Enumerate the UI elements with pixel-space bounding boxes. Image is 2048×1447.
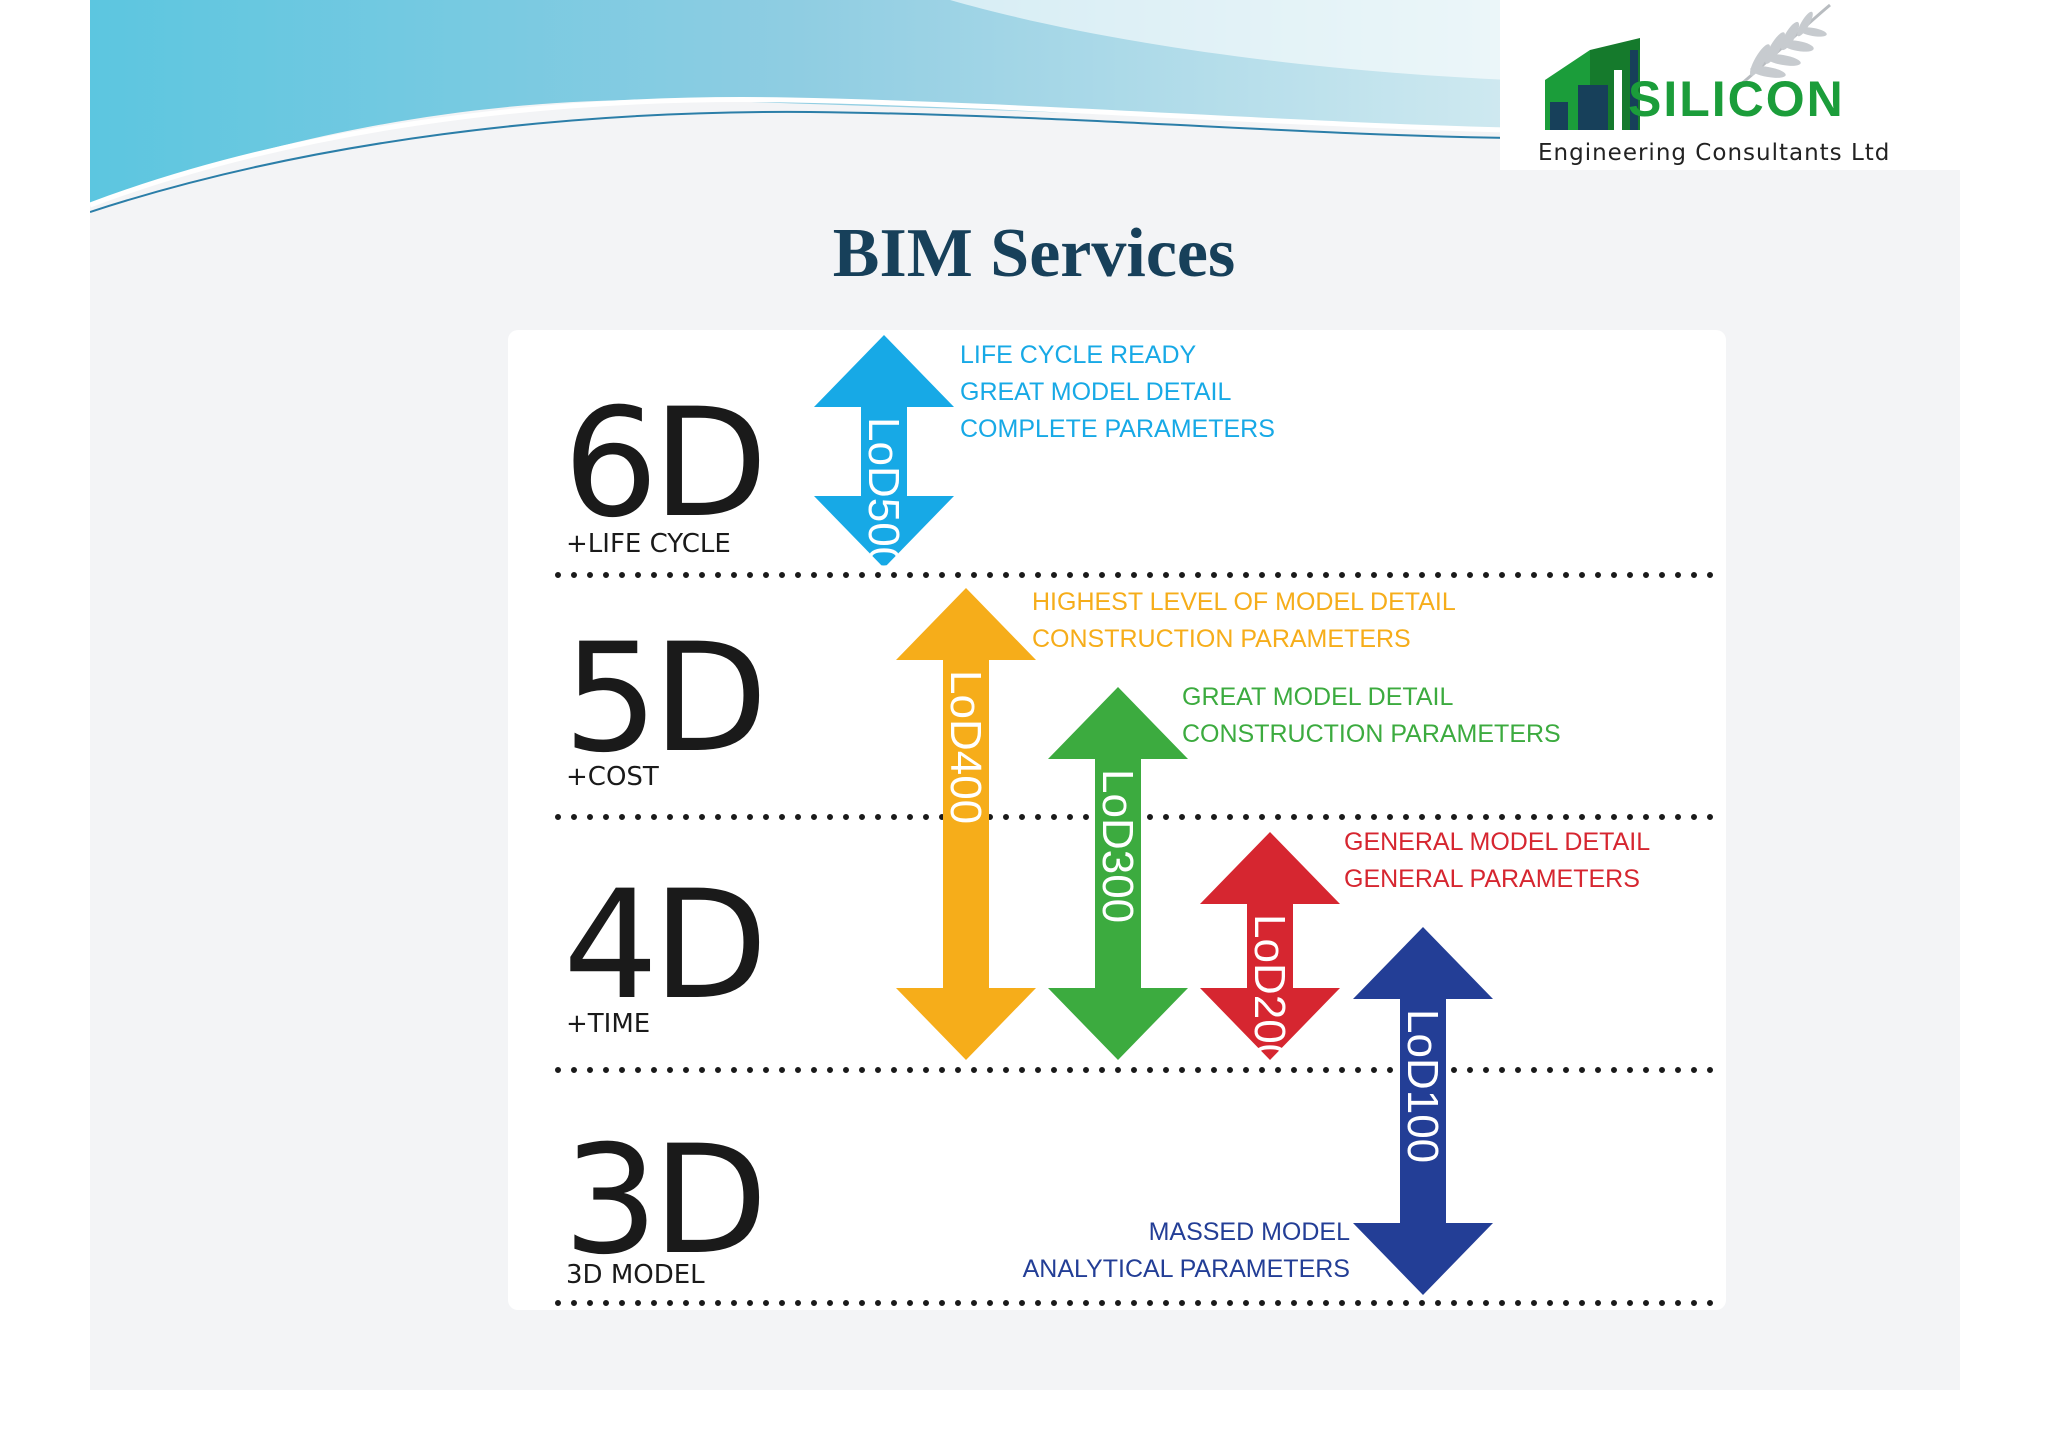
lod-label: LoD500 <box>859 417 908 571</box>
level-big-label: 5D <box>563 612 762 786</box>
slide: SILICON Engineering Consultants Ltd 6D+L… <box>90 0 1960 1390</box>
lod-description-line: MASSED MODEL <box>1149 1218 1351 1246</box>
level-sub-label: +TIME <box>566 1009 650 1039</box>
lod-description-line: GREAT MODEL DETAIL <box>1182 683 1453 711</box>
lod-description-line: CONSTRUCTION PARAMETERS <box>1182 720 1561 748</box>
header-wave <box>90 0 1511 213</box>
lod-label: LoD100 <box>1398 1009 1447 1163</box>
arrow-lod500: LoD500 LIFE CYCLE READY GREAT MODEL DETAIL… <box>814 335 1275 571</box>
double-arrow-shape <box>1048 687 1188 1060</box>
level-sub-label: +LIFE CYCLE <box>566 529 731 559</box>
level-big-label: 4D <box>563 859 762 1033</box>
lod-description-line: GREAT MODEL DETAIL <box>960 378 1231 406</box>
level-sub-label: 3D MODEL <box>566 1260 705 1290</box>
arrow-lod200: LoD200 GENERAL MODEL DETAIL GENERAL PARAME… <box>1200 828 1650 1068</box>
double-arrow-shape <box>896 588 1036 1060</box>
double-arrow-shape <box>1200 832 1340 1060</box>
double-arrow-shape <box>814 335 954 568</box>
lod-label: LoD400 <box>941 670 990 824</box>
lod-description-line: CONSTRUCTION PARAMETERS <box>1032 625 1411 653</box>
logo-tagline: Engineering Consultants Ltd <box>1538 140 1891 166</box>
company-logo: SILICON Engineering Consultants Ltd <box>1500 0 1960 170</box>
lod-description-line: GENERAL PARAMETERS <box>1344 865 1640 893</box>
page-title: BIM Services <box>832 215 1236 292</box>
logo-name: SILICON <box>1628 71 1845 127</box>
arrow-lod400: LoD400 HIGHEST LEVEL OF MODEL DETAIL CONST… <box>896 588 1456 1060</box>
level-big-label: 3D <box>563 1114 762 1288</box>
lod-description-line: GENERAL MODEL DETAIL <box>1344 828 1650 856</box>
arrow-lod300: LoD300 GREAT MODEL DETAIL CONSTRUCTION PAR… <box>1048 683 1561 1060</box>
lod-label: LoD200 <box>1245 914 1294 1068</box>
lod-description-line: COMPLETE PARAMETERS <box>960 415 1275 443</box>
lod-label: LoD300 <box>1093 769 1142 923</box>
lod-description-line: ANALYTICAL PARAMETERS <box>1023 1255 1350 1283</box>
fern-leaf-icon <box>1739 3 1831 87</box>
level-big-label: 6D <box>563 377 762 551</box>
double-arrow-shape <box>1353 927 1493 1295</box>
lod-description-line: HIGHEST LEVEL OF MODEL DETAIL <box>1032 588 1456 616</box>
logo-mark-icon <box>1545 38 1640 130</box>
lod-description-line: LIFE CYCLE READY <box>960 341 1197 369</box>
level-sub-label: +COST <box>566 762 659 792</box>
